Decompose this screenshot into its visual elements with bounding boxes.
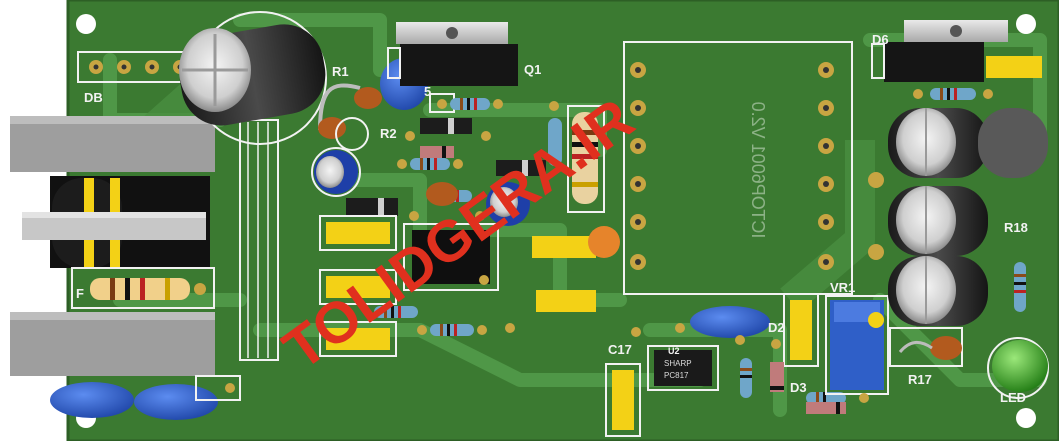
label-r1: R1 [332,64,349,79]
output-capacitors [868,108,1048,326]
label-d3: D3 [790,380,807,395]
optocoupler-part: PC817 [664,371,689,380]
module-outline: ICTOP6001 V2.0 [623,41,853,295]
r2-area [335,117,546,216]
film-capacitors [326,56,1042,430]
optocoupler [647,345,719,391]
label-c17: C17 [608,342,632,357]
signal-diodes [420,146,846,414]
disc-capacitor [690,306,770,338]
module-silkscreen: ICTOP6001 V2.0 [748,102,768,239]
label-r2: R2 [380,126,397,141]
label-u2: U2 [668,346,680,356]
label-q1: Q1 [524,62,541,77]
label-db: DB [84,90,103,105]
power-resistor [548,105,605,213]
d6-rectifier [871,20,1008,82]
label-f: F [76,286,84,301]
small-resistors [374,88,1026,404]
aux-electrolytic [426,182,620,258]
db-header [77,51,191,83]
label-d6: D6 [872,32,889,47]
bulk-capacitor [179,11,327,145]
trimmer-pot [825,295,889,395]
r17-led [889,327,1049,399]
misc-pads [405,101,869,403]
y-capacitors [50,375,241,420]
fuse [71,267,215,309]
label-led: LED [1000,390,1026,405]
label-c5: 5 [424,84,431,99]
transformer [10,116,279,376]
label-r17: R17 [908,372,932,387]
pwm-ic [403,223,499,291]
label-d2: D2 [768,320,785,335]
silkscreen-labels: DB R1 5 R2 Q1 D6 F C17 D2 D3 VR1 R18 R17… [76,32,1028,405]
optocoupler-brand: SHARP [664,359,692,368]
label-vr1: VR1 [830,280,855,295]
label-r18: R18 [1004,220,1028,235]
small-electrolytic [311,147,361,197]
q1-transistor [387,22,518,86]
